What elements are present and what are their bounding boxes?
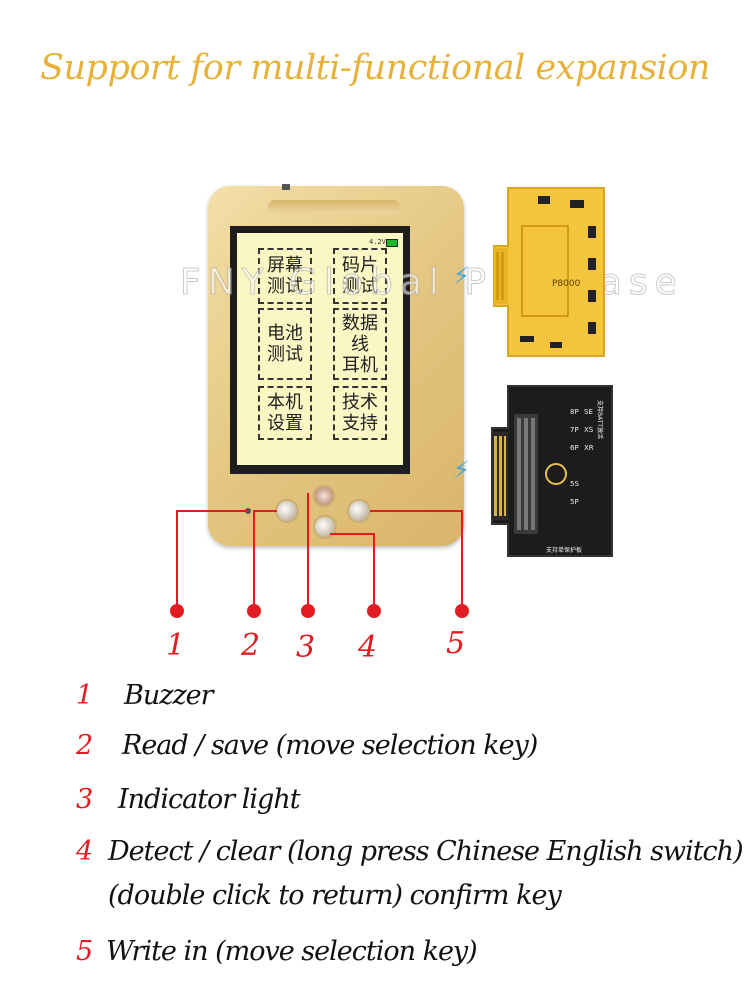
legend-num-3: 3 bbox=[76, 784, 94, 815]
device-screen bbox=[237, 233, 403, 465]
callout-3-vertical bbox=[307, 493, 309, 614]
legend-text-5: Write in (move selection key) bbox=[106, 936, 478, 967]
callout-1-vertical bbox=[176, 510, 178, 614]
page-title: Support for multi-functional expansion bbox=[40, 48, 710, 88]
black-board-se: SE bbox=[584, 408, 593, 416]
callout-5-horizontal bbox=[370, 510, 462, 512]
callout-dot-2 bbox=[247, 604, 261, 618]
legend-num-2: 2 bbox=[76, 730, 94, 761]
menu-screen-test[interactable]: 屏幕 测试 bbox=[258, 248, 312, 304]
legend-num-5: 5 bbox=[76, 936, 94, 967]
black-expansion-board: 支持BATT激活 8P 7P 6P 5S 5P SE XS XR 支持单保护板 bbox=[491, 385, 613, 557]
buzzer-hole bbox=[245, 508, 251, 514]
lightning-icon-bottom: ⚡ bbox=[453, 456, 470, 484]
legend-num-4: 4 bbox=[76, 836, 94, 867]
battery-voltage: 4.2V bbox=[369, 238, 386, 246]
black-board-5s: 5S bbox=[570, 480, 579, 488]
black-board-xs: XS bbox=[584, 426, 594, 434]
menu-battery-test[interactable]: 电池 测试 bbox=[258, 308, 312, 380]
detect-clear-button[interactable] bbox=[313, 515, 337, 539]
black-board-5p: 5P bbox=[570, 498, 579, 506]
black-board-xr: XR bbox=[584, 444, 594, 452]
callout-number-4: 4 bbox=[358, 630, 378, 665]
legend-text-4b: (double click to return) confirm key bbox=[108, 880, 562, 911]
menu-data-cable-earphone[interactable]: 数据 线 耳机 bbox=[333, 308, 387, 380]
callout-dot-4 bbox=[367, 604, 381, 618]
indicator-light bbox=[313, 485, 335, 507]
callout-5-vertical bbox=[461, 510, 463, 614]
read-save-button[interactable] bbox=[275, 499, 299, 523]
black-board-6p: 6P bbox=[570, 444, 579, 452]
legend-text-3: Indicator light bbox=[118, 784, 301, 815]
callout-number-5: 5 bbox=[446, 626, 466, 661]
legend-text-2: Read / save (move selection key) bbox=[122, 730, 538, 761]
menu-device-settings[interactable]: 本机 设置 bbox=[258, 386, 312, 440]
yellow-board-label: P8000 bbox=[552, 279, 581, 289]
battery-icon bbox=[386, 239, 398, 247]
callout-2-vertical bbox=[253, 510, 255, 614]
black-board-footer: 支持单保护板 bbox=[546, 546, 582, 554]
device-port bbox=[282, 184, 290, 190]
write-in-button[interactable] bbox=[347, 499, 371, 523]
callout-2-horizontal bbox=[253, 510, 277, 512]
callout-dot-3 bbox=[301, 604, 315, 618]
menu-chip-test[interactable]: 码片 测试 bbox=[333, 248, 387, 304]
callout-dot-5 bbox=[455, 604, 469, 618]
lightning-icon-top: ⚡ bbox=[453, 262, 470, 290]
callout-1-horizontal bbox=[176, 510, 248, 512]
black-board-8p: 8P bbox=[570, 408, 579, 416]
black-board-title: 支持BATT激活 bbox=[596, 400, 604, 439]
callout-dot-1 bbox=[170, 604, 184, 618]
legend-num-1: 1 bbox=[76, 680, 94, 711]
menu-tech-support[interactable]: 技术 支持 bbox=[333, 386, 387, 440]
callout-4-horizontal bbox=[330, 533, 374, 535]
callout-number-3: 3 bbox=[296, 630, 316, 665]
legend-text-4a: Detect / clear (long press Chinese Engli… bbox=[108, 836, 744, 867]
callout-number-1: 1 bbox=[166, 628, 186, 663]
yellow-expansion-board: P8000 bbox=[493, 187, 605, 357]
callout-number-2: 2 bbox=[241, 628, 261, 663]
black-board-7p: 7P bbox=[570, 426, 579, 434]
callout-4-vertical bbox=[373, 533, 375, 614]
legend-text-1: Buzzer bbox=[124, 680, 214, 711]
device-top-slot bbox=[268, 200, 400, 214]
